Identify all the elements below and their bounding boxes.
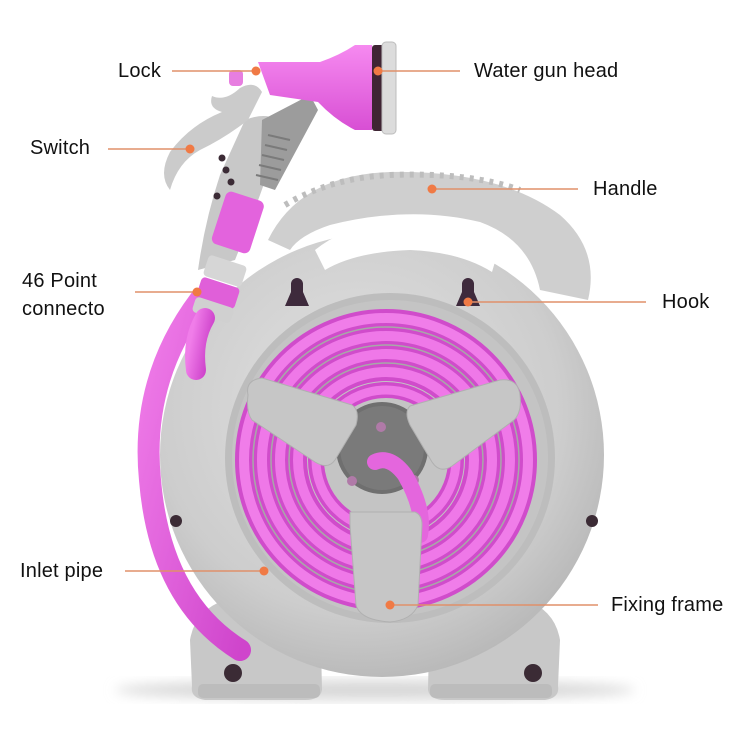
foot-hole-right bbox=[524, 664, 542, 682]
label-fixing-frame: Fixing frame bbox=[611, 594, 724, 616]
label-hook: Hook bbox=[662, 291, 710, 313]
quick-connector bbox=[211, 191, 264, 254]
label-water-gun-head: Water gun head bbox=[474, 60, 619, 82]
switch-trigger bbox=[164, 84, 262, 190]
handle bbox=[268, 171, 591, 300]
dot-inlet-pipe bbox=[259, 566, 269, 576]
callout-dots bbox=[185, 66, 473, 610]
reel-hub bbox=[336, 402, 429, 543]
foot-hole-left bbox=[224, 664, 242, 682]
label-inlet-pipe: Inlet pipe bbox=[20, 560, 104, 582]
dot-lock bbox=[251, 66, 261, 76]
dot-fixing-frame bbox=[385, 600, 395, 610]
dot-hook bbox=[463, 297, 473, 307]
label-switch: Switch bbox=[30, 137, 91, 159]
spray-head-dial bbox=[381, 41, 397, 135]
nozzle-body bbox=[258, 45, 372, 130]
hook-left bbox=[285, 278, 309, 306]
hook-right bbox=[456, 278, 480, 306]
label-connector: 46 Point connecto bbox=[22, 270, 105, 320]
lock-button bbox=[229, 70, 243, 86]
water-gun bbox=[164, 41, 397, 380]
inlet-pipe-hose bbox=[137, 289, 251, 661]
dot-connector bbox=[192, 287, 202, 297]
dot-switch bbox=[185, 144, 195, 154]
label-lock: Lock bbox=[118, 60, 162, 82]
dot-handle bbox=[427, 184, 437, 194]
fixing-frame bbox=[247, 377, 521, 623]
dot-water-gun-head bbox=[373, 66, 383, 76]
label-handle: Handle bbox=[593, 178, 658, 200]
callout-leaders bbox=[108, 70, 646, 606]
